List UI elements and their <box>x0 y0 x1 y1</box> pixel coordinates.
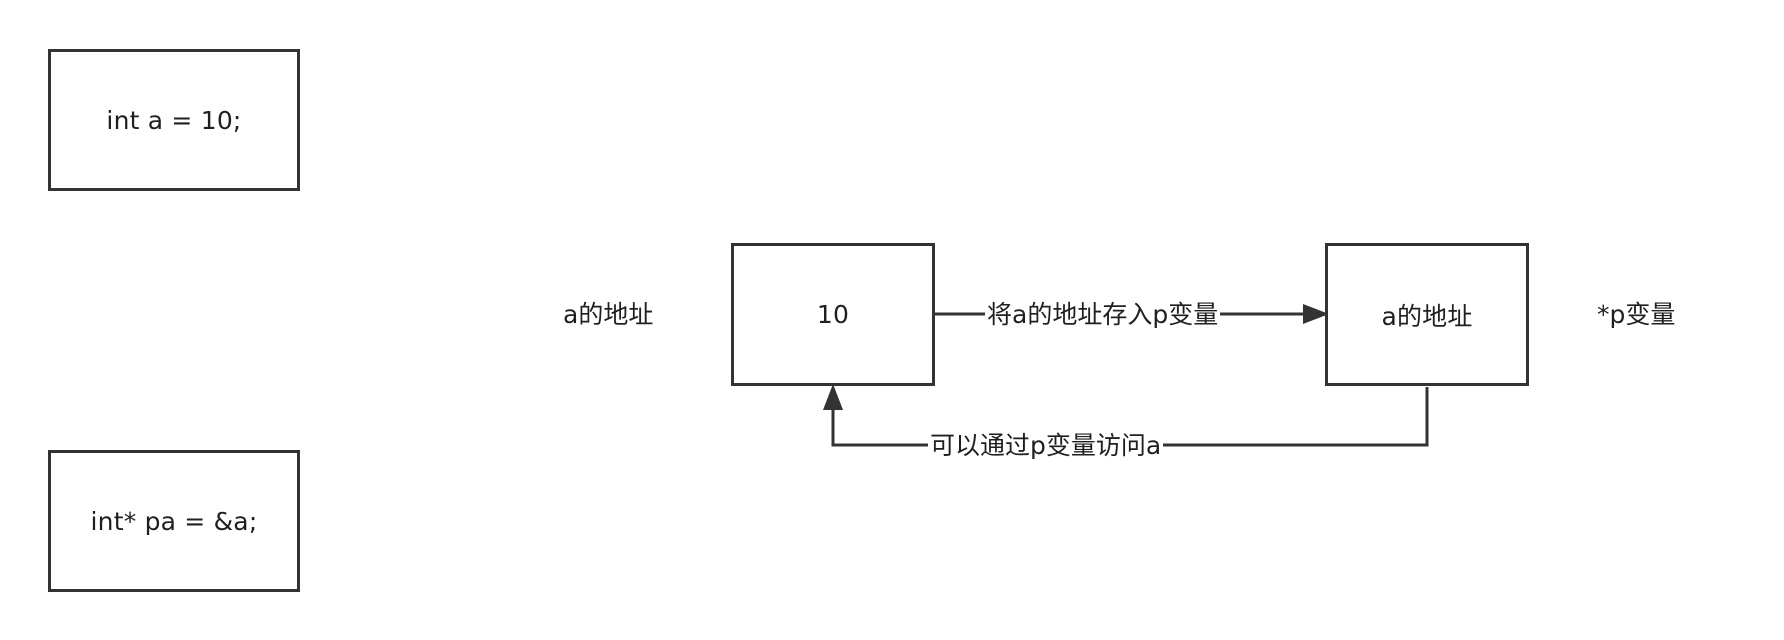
code-text-int-declaration: int a = 10; <box>106 105 242 135</box>
edge-access-via-pointer-arrowhead <box>823 384 843 410</box>
code-text-pointer-declaration: int* pa = &a; <box>90 506 258 536</box>
edge-label-access-via-pointer: 可以通过p变量访问a <box>928 431 1164 460</box>
edge-label-store-address: 将a的地址存入p变量 <box>985 300 1221 329</box>
edge-store-address-arrowhead <box>1303 304 1329 324</box>
code-box-int-declaration[interactable]: int a = 10; <box>48 49 300 191</box>
label-a-address: a的地址 <box>563 300 654 329</box>
label-pointer-variable: *p变量 <box>1597 300 1676 329</box>
memory-value-text: 10 <box>816 300 850 329</box>
memory-box-address[interactable]: a的地址 <box>1325 243 1529 386</box>
memory-box-value[interactable]: 10 <box>731 243 935 386</box>
memory-address-text: a的地址 <box>1381 301 1473 331</box>
code-box-pointer-declaration[interactable]: int* pa = &a; <box>48 450 300 592</box>
